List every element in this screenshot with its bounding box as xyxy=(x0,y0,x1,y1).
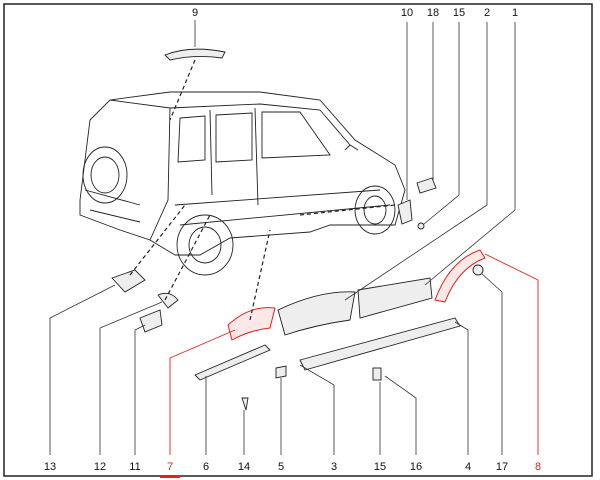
part-17-clip xyxy=(472,264,484,276)
spare-wheel xyxy=(82,146,128,204)
callout-6: 6 xyxy=(203,461,209,473)
part-14-screw xyxy=(241,397,249,411)
callout-13: 13 xyxy=(44,461,56,473)
part-12-cap xyxy=(157,292,179,309)
part-1-front-door-trim xyxy=(357,277,433,319)
part-3-sill-trim xyxy=(299,317,461,371)
part-2-rear-door-trim xyxy=(277,291,356,336)
callout-14: 14 xyxy=(238,461,250,473)
callout-8: 8 xyxy=(535,461,541,473)
leader-lines xyxy=(49,20,539,455)
part-7-rear-arch-trim xyxy=(227,307,276,341)
callout-15-bottom: 15 xyxy=(374,461,386,473)
callout-11: 11 xyxy=(129,461,140,473)
callout-15-top: 15 xyxy=(453,7,465,19)
part-5-clip xyxy=(275,365,287,379)
part-13-grille xyxy=(111,269,146,293)
vehicle-illustration xyxy=(79,91,406,276)
front-wheel xyxy=(354,185,396,235)
part-8-front-arch-trim xyxy=(434,249,486,303)
callout-18: 18 xyxy=(427,7,439,19)
diagram-frame xyxy=(3,3,593,477)
part-15-clip xyxy=(417,222,425,230)
part-10-bracket xyxy=(397,199,413,225)
callout-7: 7 xyxy=(167,461,173,473)
part-11-bracket xyxy=(139,309,163,333)
callout-1: 1 xyxy=(512,7,518,19)
callout-12: 12 xyxy=(94,461,106,473)
callout-9: 9 xyxy=(192,7,198,19)
part-16-plug xyxy=(372,367,382,381)
rear-wheel xyxy=(176,214,234,276)
part-9-roof-spoiler xyxy=(164,48,226,61)
part-18-pad xyxy=(416,177,437,194)
callout-10: 10 xyxy=(401,7,413,19)
callout-2: 2 xyxy=(484,7,490,19)
callout-16: 16 xyxy=(410,461,422,473)
callout-4: 4 xyxy=(465,461,471,473)
callout-3: 3 xyxy=(331,461,337,473)
callout-5: 5 xyxy=(278,461,284,473)
part-6-rail xyxy=(194,344,271,381)
callout-17: 17 xyxy=(496,461,508,473)
